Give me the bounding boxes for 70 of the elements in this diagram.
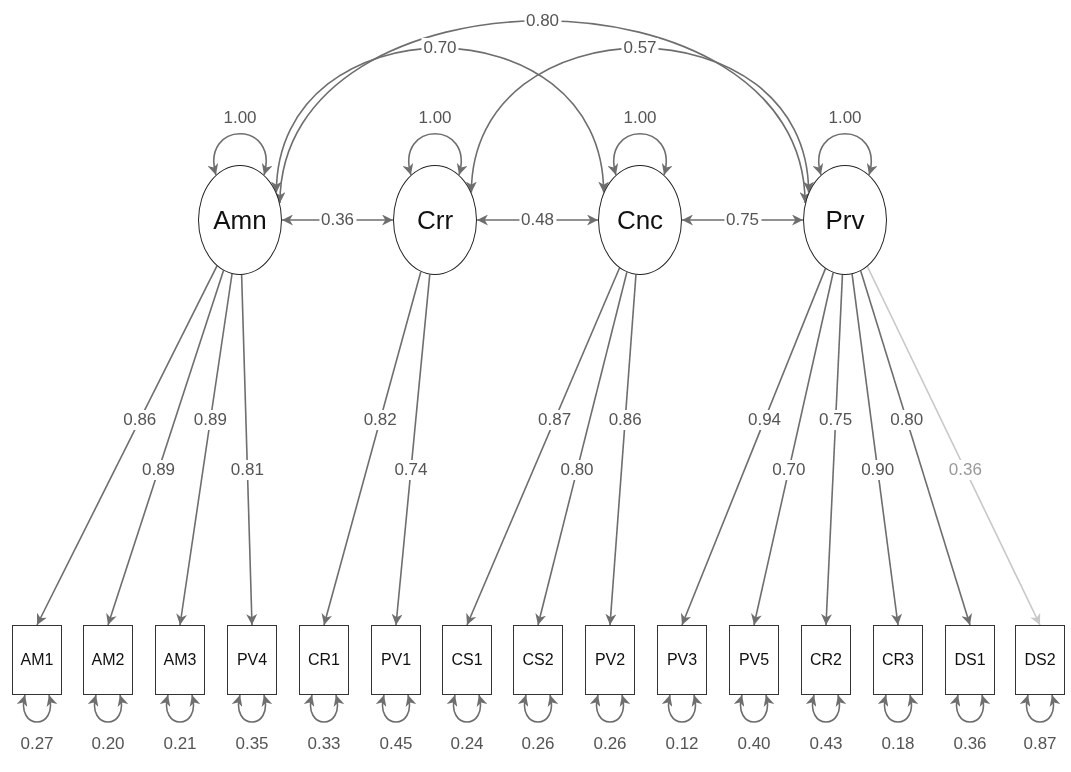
edge-label: 0.90	[859, 460, 897, 480]
latent-variable-ellipse: Prv	[803, 165, 887, 275]
edge-label: 0.75	[817, 410, 855, 430]
arrow	[751, 271, 834, 626]
arrow	[605, 273, 637, 626]
arrow	[851, 273, 903, 626]
double-headed-arrow	[467, 47, 813, 194]
latent-variable-ellipse: Amn	[198, 165, 282, 275]
double-headed-arrow	[878, 694, 918, 723]
double-headed-arrow	[376, 694, 416, 723]
double-headed-arrow	[734, 694, 774, 723]
arrow	[821, 274, 844, 626]
edge-label: 0.89	[191, 410, 229, 430]
indicator-box: PV2	[585, 625, 635, 695]
double-headed-arrow	[208, 132, 272, 176]
double-headed-arrow	[1020, 694, 1060, 723]
indicator-box: PV3	[657, 625, 707, 695]
double-headed-arrow	[813, 132, 877, 176]
edge-label: 0.36	[946, 460, 984, 480]
indicator-box: AM3	[155, 625, 205, 695]
double-headed-arrow	[950, 694, 990, 723]
indicator-box: AM2	[83, 625, 133, 695]
edge-label: 0.89	[139, 460, 178, 480]
arrow	[866, 265, 1041, 626]
latent-variable-ellipse: Crr	[393, 165, 477, 275]
double-headed-arrow	[608, 132, 672, 176]
edge-label: 0.81	[228, 460, 266, 480]
double-headed-arrow	[17, 694, 57, 723]
double-headed-arrow	[88, 694, 128, 723]
arrow	[681, 267, 827, 626]
indicator-box: DS1	[945, 625, 995, 695]
edge-label: 0.80	[558, 460, 596, 480]
arrow	[535, 271, 628, 626]
double-headed-arrow	[272, 47, 608, 194]
edge-label: 0.86	[606, 410, 644, 430]
double-headed-arrow	[232, 694, 272, 723]
indicator-box: CR1	[299, 625, 349, 695]
double-headed-arrow	[806, 694, 846, 723]
edge-label: 0.70	[770, 460, 808, 480]
arrow	[321, 270, 422, 626]
edge-label: 0.94	[745, 410, 784, 430]
edge-label: 0.86	[121, 410, 159, 430]
indicator-box: PV5	[729, 625, 779, 695]
arrow	[176, 273, 233, 626]
indicator-box: CS2	[513, 625, 563, 695]
arrow	[466, 267, 621, 626]
indicator-box: PV1	[371, 625, 421, 695]
indicator-box: DS2	[1015, 625, 1065, 695]
double-headed-arrow	[447, 694, 487, 723]
double-headed-arrow	[304, 694, 344, 723]
double-headed-arrow	[662, 694, 702, 723]
indicator-box: CS1	[442, 625, 492, 695]
edge-label: 0.80	[888, 410, 926, 430]
indicator-box: AM1	[12, 625, 62, 695]
edge-label: 0.74	[392, 460, 430, 480]
arrow	[859, 270, 972, 626]
edge-label: 0.87	[536, 410, 574, 430]
indicator-box: PV4	[227, 625, 277, 695]
arrow	[36, 265, 218, 626]
double-headed-arrow	[160, 694, 200, 723]
indicator-box: CR3	[873, 625, 923, 695]
arrow	[391, 273, 431, 626]
arrow	[106, 269, 225, 626]
edge-label: 0.82	[361, 410, 399, 430]
double-headed-arrow	[590, 694, 630, 723]
latent-variable-ellipse: Cnc	[598, 165, 682, 275]
double-headed-arrow	[403, 132, 467, 176]
double-headed-arrow	[518, 694, 558, 723]
indicator-box: CR2	[801, 625, 851, 695]
arrow	[240, 274, 258, 626]
